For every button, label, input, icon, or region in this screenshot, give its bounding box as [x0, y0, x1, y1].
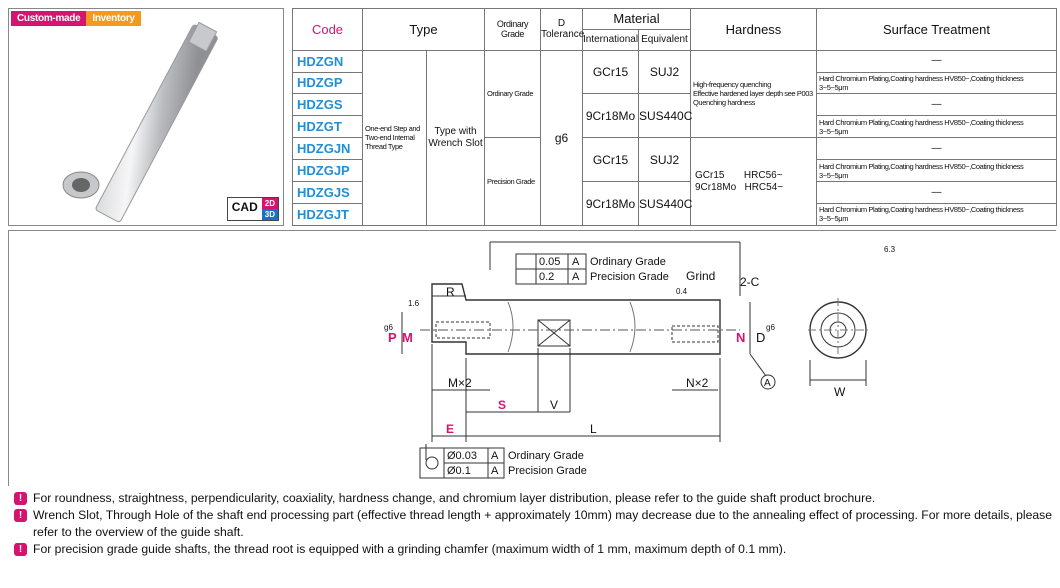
mx2-label: M×2	[448, 376, 472, 390]
tol1-ref: A	[572, 256, 580, 268]
d-label: D	[756, 330, 765, 345]
p-tol-label: g6	[384, 323, 393, 332]
p-label: P	[388, 330, 397, 345]
coax2-ref: A	[491, 465, 499, 477]
coax2-value: Ø0.1	[447, 465, 471, 477]
tol1-grade: Ordinary Grade	[590, 256, 666, 268]
cad-label: CAD	[227, 198, 262, 220]
tol2-value: 0.2	[539, 271, 554, 283]
material-eq-cell: SUS440C	[638, 181, 692, 226]
e-label: E	[446, 422, 454, 436]
datum-label: A	[764, 378, 771, 389]
code-cell[interactable]: HDZGN	[292, 49, 363, 73]
w-label: W	[834, 385, 846, 399]
roughness-04-label: 0.4	[676, 287, 688, 296]
grind-label: Grind	[686, 269, 715, 283]
note-text: For precision grade guide shafts, the th…	[33, 542, 787, 556]
d-tol-label: g6	[766, 323, 775, 332]
roughness-63-label: 6.3	[884, 245, 896, 254]
coax1-ref: A	[491, 450, 499, 462]
m-label: M	[402, 330, 413, 345]
surface-cell: Hard Chromium Plating,Coating hardness H…	[816, 159, 1057, 183]
code-cell[interactable]: HDZGS	[292, 93, 363, 117]
technical-drawing: 0.05 A Ordinary Grade 0.2 A Precision Gr…	[384, 241, 896, 479]
n-label: N	[736, 330, 745, 345]
surface-cell: —	[816, 49, 1057, 73]
coax1-grade: Ordinary Grade	[508, 450, 584, 462]
material-int-cell: 9Cr18Mo	[582, 93, 639, 139]
material-int-cell: GCr15	[582, 49, 639, 95]
inventory-badge: Inventory	[86, 11, 141, 26]
badge-row: Custom-made Inventory	[11, 11, 141, 26]
precision-grade-cell: Precision Grade	[484, 137, 541, 226]
note-item: ! For precision grade guide shafts, the …	[14, 541, 1054, 558]
type-slot-cell: Type with Wrench Slot	[426, 49, 485, 227]
hardness-values-cell: GCr15 HRC56~ 9Cr18Mo HRC54~	[690, 137, 817, 226]
equivalent-header: Equivalent	[638, 28, 691, 51]
note-text: Wrench Slot, Through Hole of the shaft e…	[33, 508, 1053, 539]
code-cell[interactable]: HDZGJT	[292, 202, 363, 227]
material-eq-cell: SUJ2	[638, 49, 691, 95]
alert-icon: !	[14, 543, 27, 556]
surface-cell: Hard Chromium Plating,Coating hardness H…	[816, 115, 1057, 139]
material-eq-cell: SUJ2	[638, 137, 691, 183]
hardness-header: Hardness	[690, 8, 817, 51]
code-header: Code	[292, 8, 363, 51]
surface-cell: —	[816, 181, 1057, 204]
note-item: ! Wrench Slot, Through Hole of the shaft…	[14, 507, 1054, 541]
type-desc-cell: One-end Step and Two-end Internal Thread…	[362, 49, 427, 227]
material-header: Material	[582, 8, 691, 30]
code-cell[interactable]: HDZGT	[292, 115, 363, 139]
radius-label: R	[446, 285, 455, 299]
shaft-photo	[62, 21, 218, 223]
material-eq-cell: SUS440C	[638, 93, 692, 139]
note-text: For roundness, straightness, perpendicul…	[33, 491, 876, 505]
roughness-16-label: 1.6	[408, 299, 420, 308]
product-photo-panel: Custom-made Inventory CAD 2D	[8, 8, 284, 226]
chamfer-label: 2-C	[740, 275, 760, 289]
tol1-value: 0.05	[539, 256, 560, 268]
code-cell[interactable]: HDZGP	[292, 71, 363, 95]
ordinary-grade-cell: Ordinary Grade	[484, 49, 541, 139]
code-cell[interactable]: HDZGJN	[292, 137, 363, 161]
surface-header: Surface Treatment	[816, 8, 1057, 51]
code-cell[interactable]: HDZGJS	[292, 181, 363, 204]
surface-cell: Hard Chromium Plating,Coating hardness H…	[816, 71, 1057, 95]
tol2-grade: Precision Grade	[590, 271, 669, 283]
surface-cell: —	[816, 93, 1057, 117]
code-cell[interactable]: HDZGJP	[292, 159, 363, 183]
surface-cell: Hard Chromium Plating,Coating hardness H…	[816, 202, 1057, 227]
surface-cell: —	[816, 137, 1057, 161]
type-header: Type	[362, 8, 485, 51]
alert-icon: !	[14, 509, 27, 522]
cad-3d-label: 3D	[261, 209, 278, 220]
coax2-grade: Precision Grade	[508, 465, 587, 477]
coax1-value: Ø0.03	[447, 450, 477, 462]
material-int-cell: GCr15	[582, 137, 639, 183]
l-label: L	[590, 422, 597, 436]
cad-download-button[interactable]: CAD 2D 3D	[226, 197, 279, 221]
drawing-frame	[8, 230, 1056, 486]
material-int-cell: 9Cr18Mo	[582, 181, 639, 226]
nx2-label: N×2	[686, 376, 709, 390]
tol2-ref: A	[572, 271, 580, 283]
notes-list: ! For roundness, straightness, perpendic…	[14, 490, 1054, 558]
alert-icon: !	[14, 492, 27, 505]
international-header: International	[582, 28, 639, 51]
cad-2d-label: 2D	[261, 198, 278, 209]
note-item: ! For roundness, straightness, perpendic…	[14, 490, 1054, 507]
v-label: V	[550, 398, 558, 412]
grade-header: Ordinary Grade	[484, 8, 541, 51]
s-label: S	[498, 398, 506, 412]
custom-made-badge: Custom-made	[11, 11, 87, 26]
tolerance-cell: g6	[540, 49, 583, 227]
